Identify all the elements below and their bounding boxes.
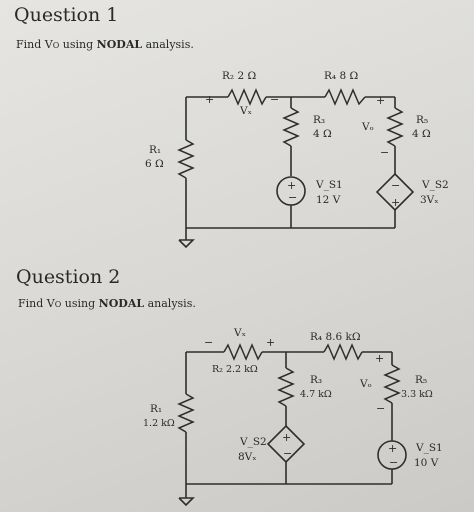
q1-vs1-minus: − [288, 191, 297, 204]
q1-r4-label: R₄ 8 Ω [324, 70, 358, 82]
q2-r5-name: R₅ [415, 374, 427, 386]
q2-vx-minus: − [204, 336, 213, 349]
q2-r3-name: R₃ [310, 374, 322, 386]
q1-ground-icon [178, 239, 195, 249]
q2-vo-plus: + [375, 352, 384, 365]
q1-vs1-name: V_S1 [315, 179, 343, 191]
q2-vs1-plus: + [388, 442, 397, 455]
q1-vs1-plus: + [287, 179, 296, 192]
q1-vs2-name: V_S2 [421, 179, 449, 191]
q1-r3-resistor [282, 107, 300, 147]
q1-r1-resistor [177, 139, 195, 179]
q2-r5-value: 3.3 kΩ [401, 389, 433, 400]
q1-r2-label: R₂ 2 Ω [222, 70, 256, 82]
q1-r4-resistor [324, 88, 366, 106]
q1-vo-minus: − [380, 146, 389, 159]
q2-r3-value: 4.7 kΩ [300, 389, 332, 400]
q1-vs2-value: 3Vₓ [420, 194, 439, 206]
q1-r3-value: 4 Ω [313, 128, 332, 140]
q2-r5-resistor [383, 364, 401, 404]
q2-vs2-plus: + [282, 431, 291, 444]
question-1-title: Question 1 [14, 4, 119, 26]
q2-r3-resistor [277, 367, 295, 407]
q2-r4-label: R₄ 8.6 kΩ [310, 331, 361, 343]
q2-r1-resistor [177, 393, 195, 433]
q1-vs1-value: 12 V [316, 194, 341, 206]
q1-r5-value: 4 Ω [412, 128, 431, 140]
q2-ground-icon [178, 497, 195, 507]
question-2-title: Question 2 [16, 266, 121, 288]
q1-r3-name: R₃ [313, 114, 325, 126]
q1-vs2-minus: − [391, 179, 400, 192]
q2-r1-name: R₁ [150, 403, 162, 415]
q2-r2-resistor [223, 343, 263, 361]
q1-vx-plus: + [205, 93, 214, 106]
q2-vs2-value: 8Vₓ [238, 451, 257, 463]
q2-vs2-minus: − [283, 447, 292, 460]
q1-r1-name: R₁ [149, 144, 161, 156]
question-1-prompt: Find VO using NODAL analysis. [16, 38, 194, 51]
q2-vs2-name: V_S2 [239, 436, 267, 448]
q2-vo-minus: − [376, 402, 385, 415]
q1-vo-plus: + [376, 94, 385, 107]
q2-vx-label: Vₓ [233, 327, 246, 339]
q2-r4-resistor [323, 343, 363, 361]
q1-vx-label: Vₓ [239, 105, 252, 117]
question-2-prompt: Find VO using NODAL analysis. [18, 297, 196, 310]
q1-vs2-plus: + [391, 196, 400, 209]
q1-r5-name: R₅ [416, 114, 428, 126]
q2-vs1-name: V_S1 [415, 442, 443, 454]
q2-r2-label: R₂ 2.2 kΩ [212, 364, 258, 375]
q2-vs1-minus: − [389, 456, 398, 469]
q2-vo-label: Vₒ [359, 378, 372, 390]
q1-r5-resistor [386, 107, 404, 147]
q1-r2-resistor [227, 88, 267, 106]
q2-r1-value: 1.2 kΩ [143, 418, 175, 429]
q1-vo-label: Vₒ [361, 121, 374, 133]
q1-vx-minus: − [270, 93, 279, 106]
q1-r1-value: 6 Ω [145, 158, 164, 170]
q2-vx-plus: + [266, 336, 275, 349]
q2-vs1-value: 10 V [414, 457, 439, 469]
